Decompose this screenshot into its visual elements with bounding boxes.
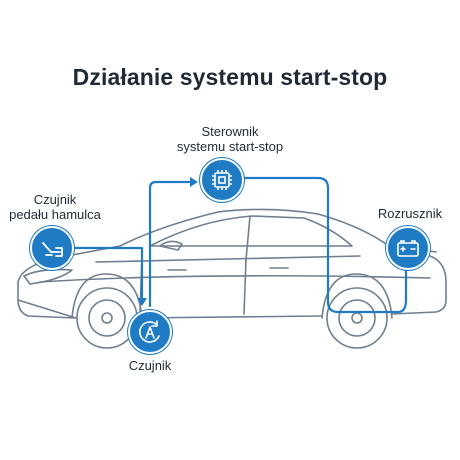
front-wheel: [76, 287, 138, 349]
arrow-head-sensor: [137, 298, 147, 306]
car-body-outline: [17, 208, 447, 319]
starter-label: Rozrusznik: [360, 206, 460, 221]
rear-wheel-hub: [351, 312, 363, 324]
sensor-a-icon: [139, 320, 160, 343]
brake-sensor-label-line2: pedału hamulca: [9, 207, 101, 222]
car-pillar: [245, 215, 251, 261]
starter-label-line1: Rozrusznik: [377, 206, 443, 221]
connector-brake-to-sensor: [70, 246, 144, 302]
brake-sensor-node: [30, 226, 74, 270]
rear-wheel-arch: [321, 273, 393, 319]
arrow-head-ecu: [190, 177, 198, 187]
rear-wheel: [326, 287, 388, 349]
starter-node: [386, 226, 430, 270]
car-mirror: [159, 240, 183, 251]
car-belt-line: [95, 255, 361, 263]
front-wheel-arch: [71, 273, 143, 319]
brake-sensor-label: Czujnik pedału hamulca: [0, 192, 110, 222]
sensor-label-line1: Czujnik: [128, 358, 172, 373]
brake-sensor-label-line1: Czujnik: [33, 192, 77, 207]
brake-pedal-icon: [42, 242, 63, 257]
car-headlight: [23, 268, 73, 285]
car-door-line-2: [243, 259, 247, 315]
sensor-label: Czujnik: [110, 358, 190, 373]
diagram-title: Działanie systemu start-stop: [72, 64, 388, 90]
ecu-label-line1: Sterownik: [201, 124, 259, 139]
connector-ecu-to-starter: [240, 176, 408, 314]
car-window-outline: [149, 215, 353, 247]
front-wheel-hub: [101, 312, 113, 324]
ecu-node: [200, 158, 244, 202]
connector-sensor-to-ecu: [148, 180, 196, 308]
chip-icon: [212, 170, 232, 190]
front-wheel-rim: [88, 299, 126, 337]
battery-icon: [397, 240, 419, 257]
rear-wheel-rim: [338, 299, 376, 337]
ecu-label: Sterownik systemu start-stop: [160, 124, 300, 154]
ecu-label-line2: systemu start-stop: [176, 139, 284, 154]
sensor-node: [128, 310, 172, 354]
